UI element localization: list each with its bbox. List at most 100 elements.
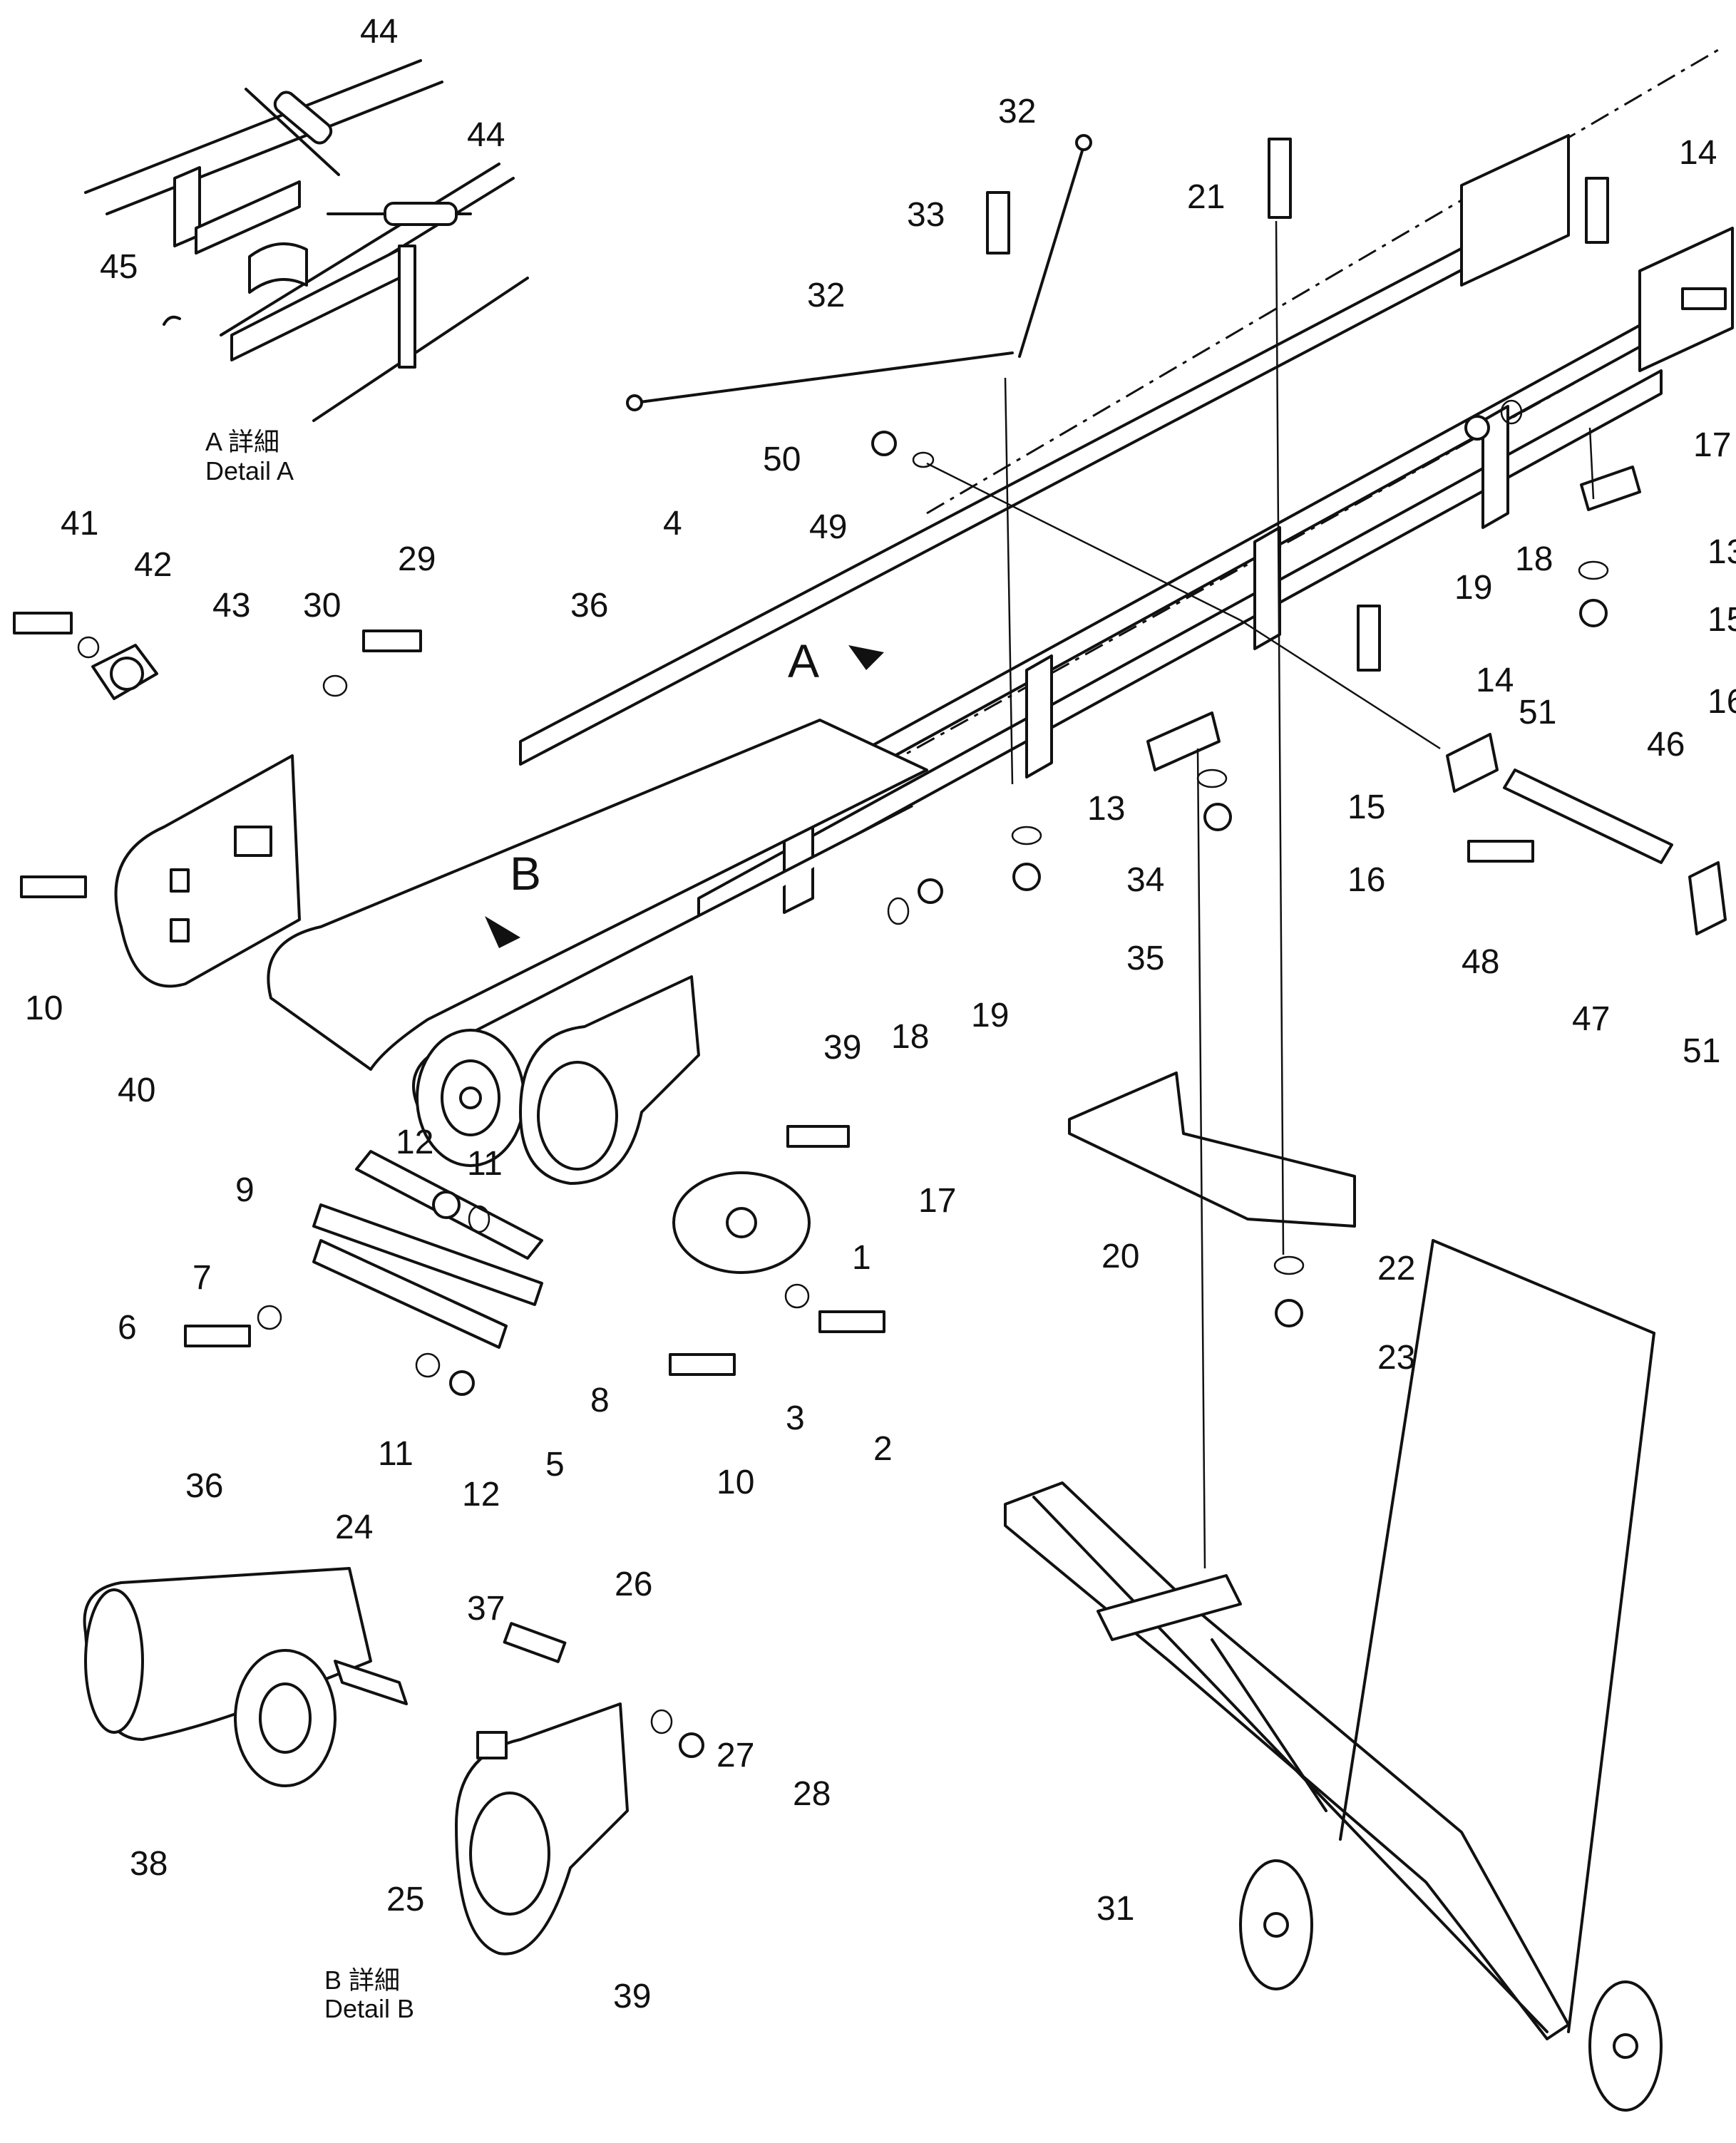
detail-a-spring-lower [327,202,472,226]
callout-27: 27 [717,1737,754,1774]
detail-a-spring-upper [245,88,340,176]
callout-14: 14 [1476,662,1514,699]
view-marker-b: B [510,847,541,900]
callout-9: 9 [235,1171,255,1209]
callout-51: 51 [1683,1032,1720,1070]
callout-36: 36 [185,1467,223,1505]
bolt-6 [184,1325,251,1347]
callout-48: 48 [1462,943,1499,981]
callout-46: 46 [1647,726,1685,764]
nut-12-lower [449,1370,475,1396]
callout-23: 23 [1377,1339,1415,1377]
detail-b-illustration [83,1567,629,1956]
callout-18: 18 [1515,540,1553,578]
callout-25: 25 [386,1881,424,1918]
callout-43: 43 [212,587,250,625]
view-marker-a: A [788,634,819,687]
callout-22: 22 [1377,1250,1415,1288]
callout-42: 42 [134,546,172,584]
callout-17: 17 [1693,426,1731,464]
nut-28 [679,1732,704,1758]
callout-8: 8 [590,1382,610,1419]
end-plate-40 [114,754,301,988]
callout-10: 10 [25,990,63,1027]
bearing-unit-43 [91,644,158,700]
callout-32: 32 [807,277,845,314]
callout-13: 13 [1707,533,1736,571]
callout-29: 29 [398,540,436,578]
callout-34: 34 [1126,861,1164,899]
detail-b-bracket-37 [334,1660,408,1705]
callout-2: 2 [873,1430,893,1468]
support-frame-20 [1068,1072,1356,1228]
callout-50: 50 [763,441,801,478]
hand-cart-31 [1004,1239,1663,2112]
washer-49 [912,451,935,468]
callout-39: 39 [613,1978,651,2015]
bolt-48 [1467,840,1534,863]
callout-5: 5 [545,1446,565,1484]
frame-lower-rail [697,369,1663,923]
washer-34 [1011,826,1042,846]
callout-7: 7 [192,1259,212,1297]
bolt-41 [13,612,73,634]
bolt-33 [986,191,1010,255]
callout-37: 37 [467,1590,505,1628]
bracket-13-right [1580,466,1641,511]
callout-33: 33 [907,196,945,234]
bolt-17 [786,1125,850,1148]
callout-19: 19 [971,997,1009,1034]
nut-16-right [1579,599,1608,627]
callout-15: 15 [1347,788,1385,826]
washer-22 [1273,1255,1305,1275]
nut-35 [1012,863,1041,891]
callout-1: 1 [852,1239,871,1277]
callout-19: 19 [1454,569,1492,607]
callout-4: 4 [663,505,682,543]
callout-39: 39 [823,1029,861,1067]
callout-21: 21 [1187,178,1225,216]
washer-18-upper [1500,399,1523,425]
callout-47: 47 [1572,1000,1610,1038]
washer-15-right [1578,560,1609,580]
callout-18: 18 [891,1018,929,1056]
callout-20: 20 [1101,1238,1139,1275]
nuts-and-washers [77,399,1609,1758]
callout-30: 30 [303,587,341,625]
detail-a-pin [163,315,181,326]
detail-b-caption-jp: B 詳細 [324,1965,400,1995]
callout-15: 15 [1707,601,1736,639]
bracket-13-mid [1146,711,1221,771]
bracket-51-right [1688,861,1727,935]
bolt-10-left [20,875,87,898]
nut-19-lower [918,878,943,904]
callout-40: 40 [118,1072,155,1109]
nut-16-mid [1203,803,1232,831]
bolt-14-lower [1357,605,1381,672]
washer-11-upper [468,1205,491,1233]
nut-50 [871,431,897,456]
assembly-lines [926,220,1595,1569]
callout-11: 11 [378,1435,414,1473]
brackets [1146,466,1727,935]
nut-23 [1275,1299,1303,1327]
washer-42 [77,636,100,659]
nut-19-upper [1464,415,1490,441]
callout-32: 32 [998,93,1036,130]
detail-b-caption-en: Detail B [324,1994,414,2023]
callout-6: 6 [118,1309,137,1347]
head-pulley [416,1029,525,1167]
scraper-assembly [312,1150,543,1349]
callout-16: 16 [1347,861,1385,899]
washer-18-lower [887,897,910,925]
callout-51: 51 [1519,694,1556,731]
bolt-17-right [1681,287,1727,310]
detail-a-caption-en: Detail A [205,456,294,485]
callout-26: 26 [615,1566,652,1603]
washer-15-mid [1196,769,1228,788]
stay-rods-32 [626,134,1092,411]
bolt-10-lower [669,1353,736,1376]
callout-41: 41 [61,505,98,543]
